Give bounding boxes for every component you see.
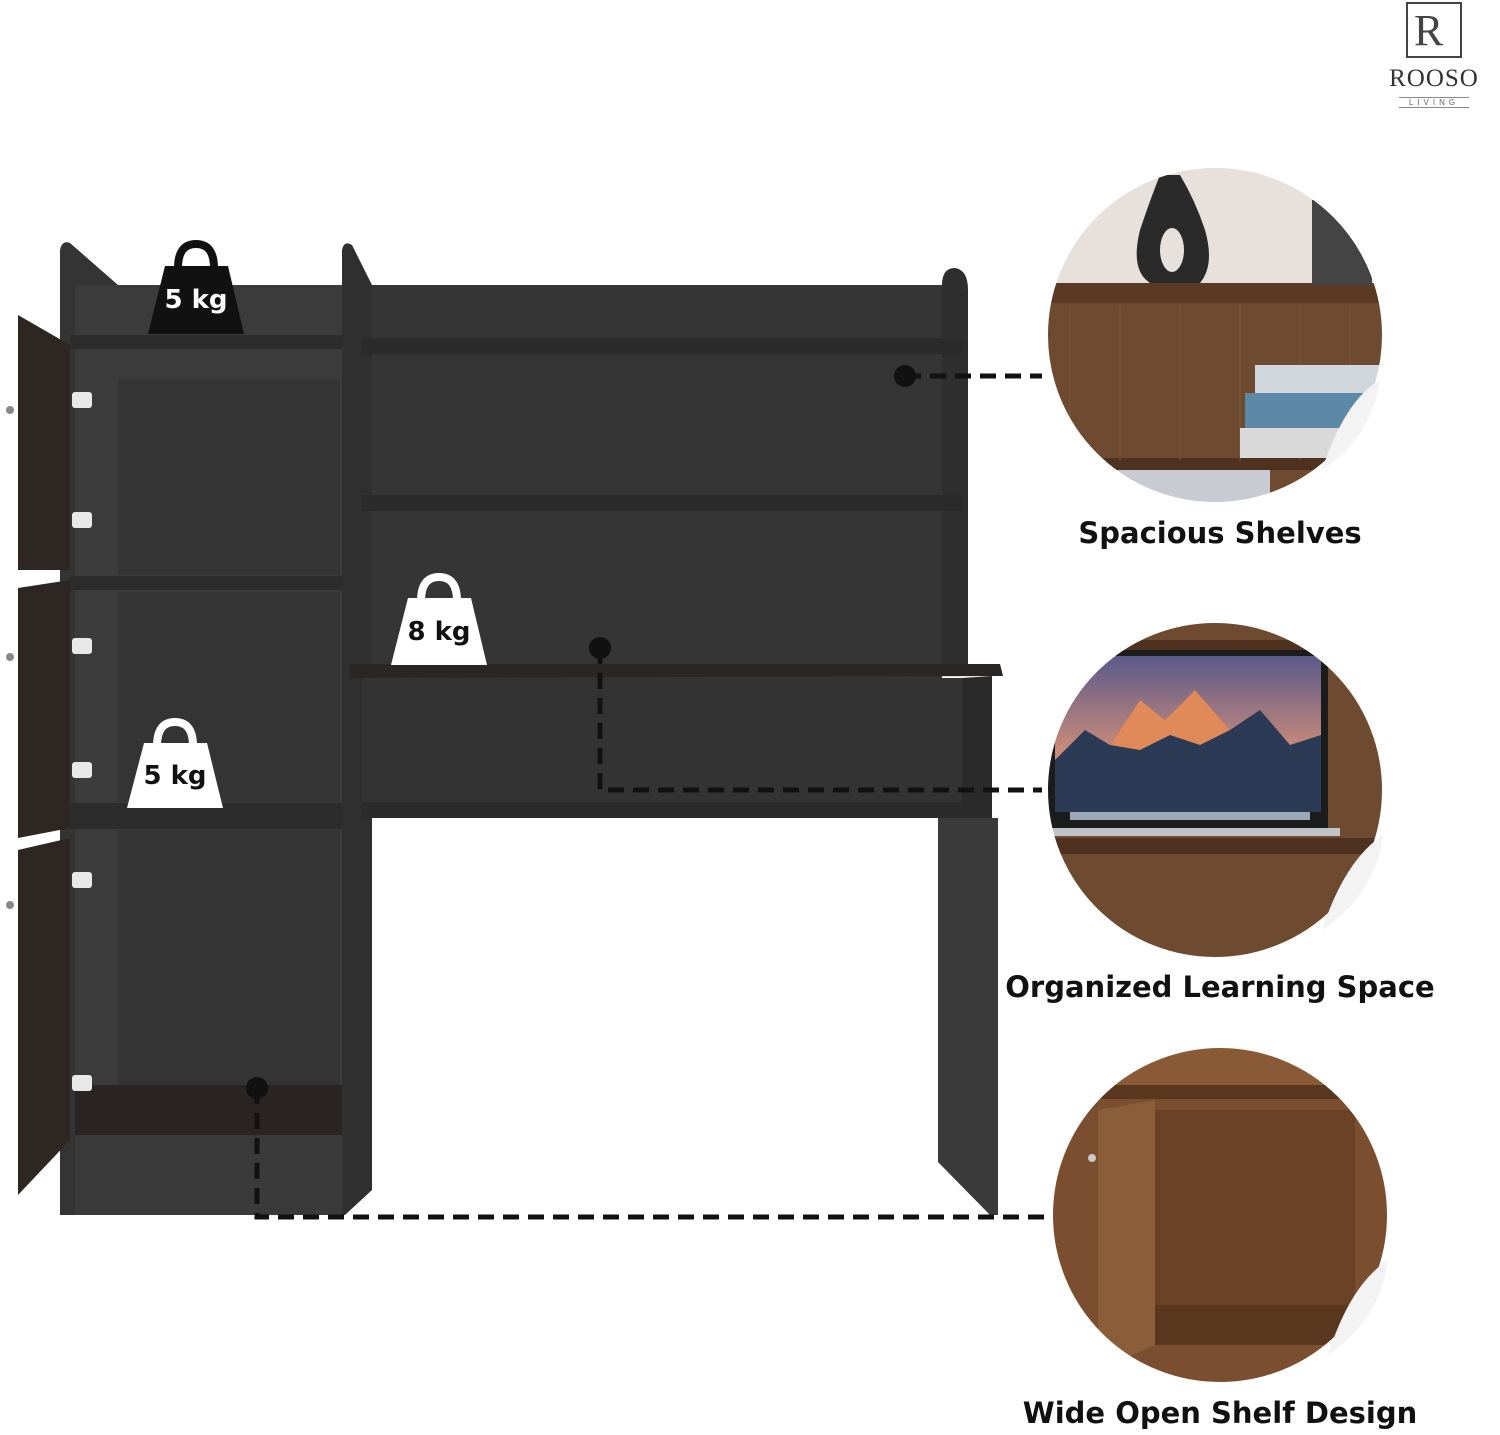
desk-right-leg — [938, 818, 998, 1215]
weight-label-middle: 5 kg — [143, 761, 206, 791]
feature-caption-learning-space: Organized Learning Space — [1005, 970, 1435, 1004]
weight-badge-desk: 8 kg — [391, 572, 487, 665]
divider-panel — [342, 243, 372, 1216]
brand-tagline: LIVING — [1398, 97, 1470, 108]
connector-desk — [597, 648, 1042, 793]
callout-connectors — [254, 373, 1050, 1220]
weight-badge-middle: 5 kg — [127, 717, 223, 808]
weight-label-desk: 8 kg — [407, 617, 470, 647]
connector-cabinet — [254, 1088, 1050, 1220]
feature-caption-shelves: Spacious Shelves — [1078, 516, 1362, 550]
connector-dot-shelves — [894, 365, 916, 387]
feature-image-open-shelf — [1052, 1047, 1388, 1383]
page-curl-3 — [1328, 1260, 1388, 1355]
weight-label-top: 5 kg — [164, 285, 227, 315]
desk-top — [350, 664, 1003, 678]
cabinet-door-top — [18, 315, 70, 570]
feature-image-shelves — [1047, 167, 1383, 503]
cabinet-door-bottom — [18, 838, 70, 1195]
cabinet-door-middle — [18, 580, 70, 838]
study-desk-unit — [6, 242, 1003, 1216]
page-curl-2 — [1322, 835, 1383, 930]
brand-logo: R ROOSO LIVING — [1368, 2, 1500, 108]
page-curl-1 — [1322, 380, 1380, 470]
hutch-right-side — [942, 268, 968, 665]
connector-dot-desk — [589, 637, 611, 659]
logo-mark: R — [1406, 2, 1462, 58]
weight-badge-top: 5 kg — [148, 239, 244, 334]
brand-name: ROOSO — [1389, 65, 1479, 92]
feature-image-learning-space — [1047, 622, 1383, 958]
connector-dot-cabinet — [246, 1077, 268, 1099]
feature-caption-open-shelf: Wide Open Shelf Design — [1022, 1396, 1418, 1430]
